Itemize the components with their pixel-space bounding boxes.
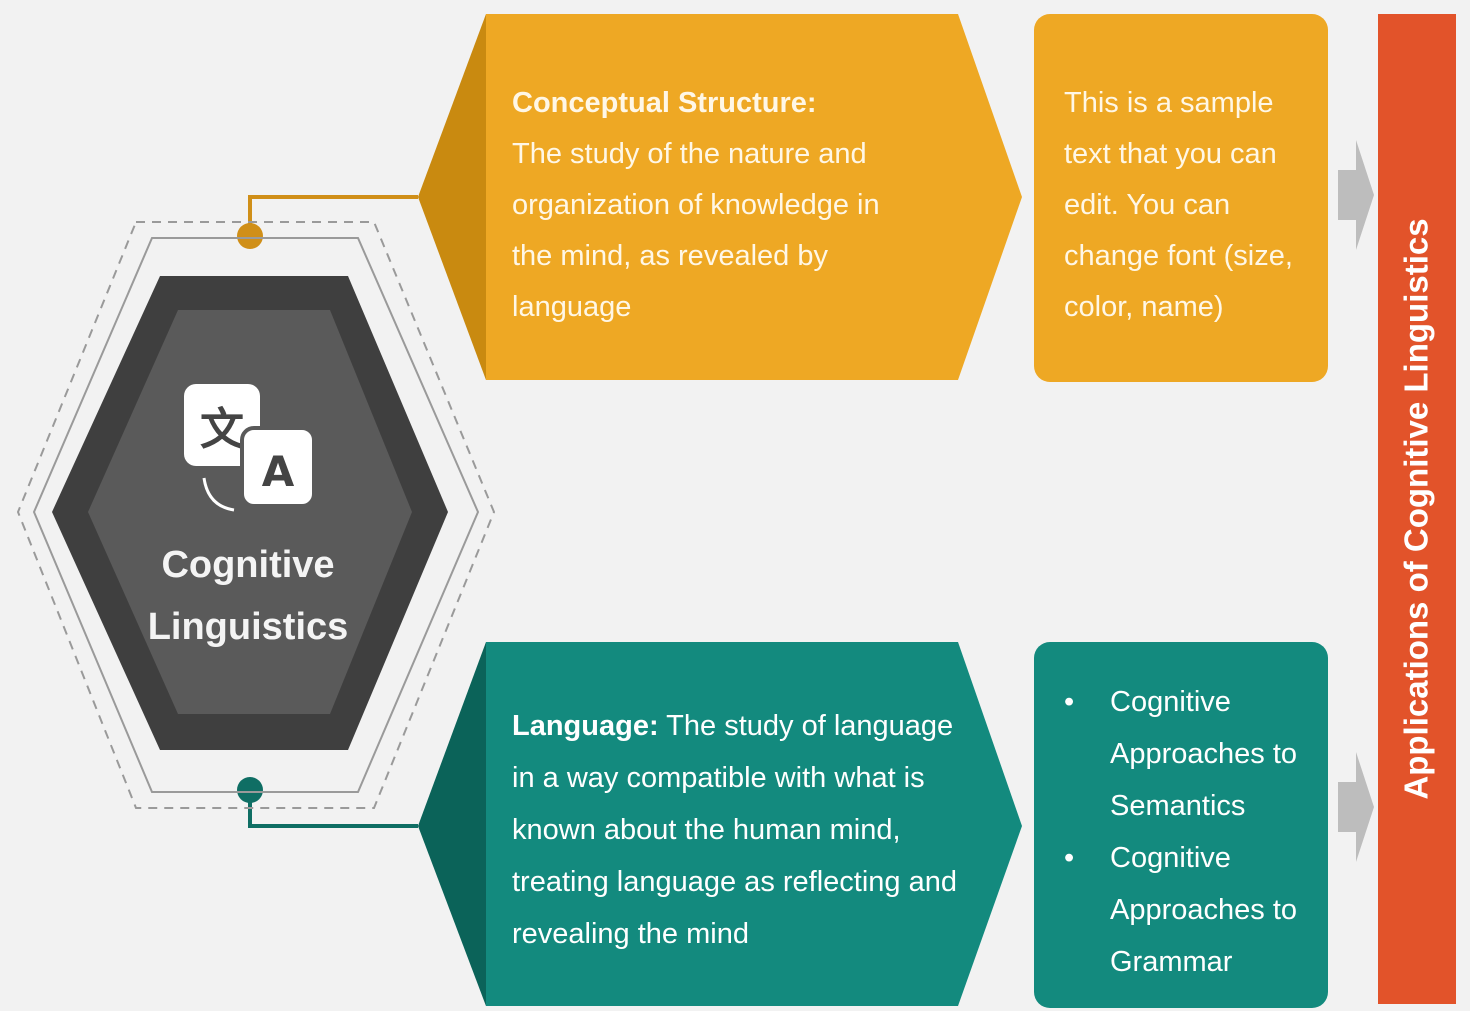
- language-text: Language: The study of language in a way…: [512, 700, 972, 960]
- center-hexagon-inner: [88, 310, 412, 714]
- top-arrow-tip: [418, 14, 486, 380]
- bottom-side-list: Cognitive Approaches to Semantics Cognit…: [1058, 676, 1328, 988]
- center-title-line1: Cognitive: [161, 544, 335, 586]
- top-side-box: [1034, 14, 1328, 382]
- bottom-connector-line: [248, 790, 418, 828]
- top-connector-line: [248, 195, 418, 236]
- top-chevron-box: [486, 14, 1022, 380]
- top-arrow-icon: [1338, 140, 1374, 250]
- conceptual-structure-text: Conceptual Structure: The study of the n…: [512, 78, 912, 333]
- conceptual-structure-heading: Conceptual Structure:: [512, 87, 817, 119]
- language-description: The study of language in a way compatibl…: [512, 710, 957, 950]
- list-item: Cognitive Approaches to Grammar: [1058, 832, 1328, 988]
- bottom-connector-dot: [237, 777, 263, 803]
- bottom-arrow-icon: [1338, 752, 1374, 862]
- translate-icon: 文 A: [184, 384, 316, 512]
- applications-bar: [1378, 14, 1456, 1004]
- applications-label: Applications of Cognitive Linguistics: [1398, 218, 1436, 800]
- center-title-line2: Linguistics: [147, 606, 349, 648]
- bottom-chevron-box: [486, 642, 1022, 1006]
- list-item: Cognitive Approaches to Semantics: [1058, 676, 1328, 832]
- center-title: Cognitive Linguistics: [118, 534, 378, 658]
- svg-text:A: A: [262, 447, 295, 496]
- bottom-arrow-tip: [418, 642, 486, 1006]
- language-heading: Language:: [512, 710, 659, 742]
- hexagon-outline-solid: [32, 237, 480, 793]
- hexagon-outline-dashed: [16, 221, 496, 809]
- conceptual-structure-description: The study of the nature and organization…: [512, 138, 880, 323]
- svg-text:文: 文: [200, 404, 244, 455]
- top-side-text: This is a sample text that you can edit.…: [1064, 87, 1293, 323]
- applications-label-wrap: Applications of Cognitive Linguistics: [1378, 14, 1456, 1004]
- top-connector-dot: [237, 223, 263, 249]
